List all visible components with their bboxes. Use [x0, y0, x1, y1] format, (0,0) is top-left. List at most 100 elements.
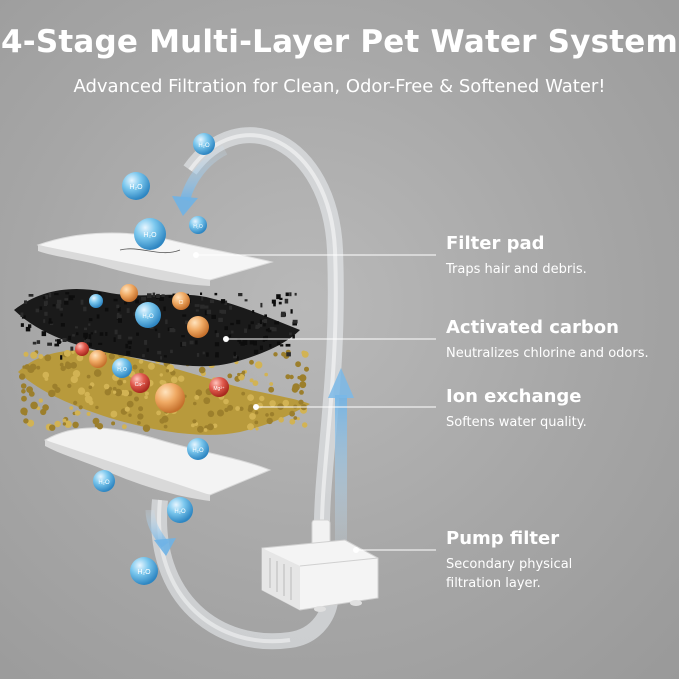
- resin-bead: [72, 421, 79, 428]
- carbon-granule: [289, 332, 292, 336]
- carbon-granule: [238, 339, 241, 344]
- resin-bead: [29, 363, 37, 371]
- carbon-granule: [224, 326, 228, 331]
- resin-bead: [289, 374, 294, 380]
- carbon-granule: [276, 294, 281, 300]
- bubble-label: Cl: [179, 300, 184, 306]
- carbon-granule: [47, 342, 52, 346]
- resin-bead: [64, 362, 72, 370]
- carbon-granule: [65, 292, 70, 295]
- carbon-granule: [43, 319, 46, 323]
- resin-bead: [217, 409, 224, 417]
- carbon-granule: [290, 309, 293, 314]
- carbon-granule: [128, 336, 133, 340]
- resin-bead: [269, 412, 275, 417]
- carbon-granule: [204, 310, 208, 316]
- resin-bead: [69, 406, 74, 410]
- resin-bead: [198, 366, 206, 374]
- resin-bead: [299, 381, 307, 389]
- carbon-granule: [39, 306, 43, 310]
- carbon-granule: [233, 354, 237, 359]
- carbon-granule: [89, 342, 92, 347]
- water-bubble-icon: H₂O: [189, 216, 207, 234]
- carbon-granule: [260, 302, 263, 308]
- carbon-granule: [20, 323, 24, 327]
- resin-bead: [247, 423, 254, 431]
- resin-bead: [264, 372, 269, 377]
- carbon-granule: [218, 317, 223, 322]
- resin-bead: [23, 418, 29, 424]
- carbon-granule: [96, 314, 100, 319]
- resin-bead: [62, 418, 67, 423]
- resin-bead: [112, 386, 117, 391]
- carbon-granule: [276, 341, 281, 346]
- resin-bead: [60, 365, 66, 372]
- carbon-granule: [48, 318, 52, 322]
- resin-bead: [299, 374, 307, 382]
- resin-bead: [126, 400, 134, 408]
- carbon-granule: [54, 343, 60, 347]
- bubble-label: H₂O: [142, 314, 154, 320]
- resin-bead: [249, 359, 254, 365]
- resin-bead: [95, 405, 99, 410]
- carbon-granule: [157, 333, 161, 338]
- resin-bead: [237, 372, 241, 377]
- resin-bead: [203, 397, 211, 405]
- carbon-granule: [20, 312, 24, 317]
- carbon-granule: [64, 300, 69, 305]
- resin-bead: [73, 400, 78, 405]
- resin-bead: [78, 405, 83, 410]
- carbon-granule: [215, 354, 219, 358]
- carbon-granule: [214, 342, 220, 347]
- resin-bead: [63, 349, 71, 357]
- resin-bead: [239, 406, 244, 411]
- bubble-label: H₂O: [193, 224, 203, 230]
- resin-bead: [194, 395, 200, 400]
- resin-bead: [23, 411, 28, 416]
- carbon-granule: [250, 321, 254, 325]
- bubble-label: H₂O: [137, 569, 151, 576]
- resin-bead: [111, 421, 116, 426]
- water-bubble-icon: H₂O: [167, 497, 193, 523]
- carbon-granule: [88, 334, 92, 340]
- water-bubble-icon: H₂O: [93, 470, 115, 492]
- carbon-granule: [32, 341, 37, 345]
- resin-bead: [297, 375, 301, 380]
- carbon-granule: [44, 295, 48, 300]
- resin-bead: [293, 416, 298, 420]
- resin-bead: [64, 420, 72, 428]
- carbon-granule: [48, 293, 52, 298]
- carbon-granule: [60, 355, 63, 360]
- resin-bead: [54, 420, 61, 428]
- carbon-granule: [126, 350, 131, 356]
- resin-bead: [247, 394, 255, 401]
- stage-activated-carbon: Activated carbon Neutralizes chlorine an…: [446, 317, 676, 363]
- resin-bead: [163, 424, 168, 429]
- carbon-granule: [230, 322, 234, 326]
- carbon-granule: [259, 345, 263, 350]
- bubble-label: H₂O: [143, 232, 157, 239]
- bubble-label: H₂O: [98, 480, 110, 486]
- bubble-label: Ca²⁺: [135, 382, 146, 388]
- carbon-granule: [292, 319, 298, 324]
- carbon-granule: [195, 340, 198, 345]
- resin-bead: [289, 410, 295, 417]
- carbon-granule: [98, 342, 103, 345]
- carbon-granule: [154, 328, 158, 332]
- carbon-granule: [237, 338, 241, 342]
- resin-bead: [170, 376, 178, 384]
- resin-bead: [117, 379, 123, 386]
- bubble-label: H₂O: [192, 448, 204, 454]
- resin-bead: [265, 413, 269, 417]
- upper-filter-pad: [36, 232, 274, 286]
- resin-bead: [138, 368, 144, 374]
- carbon-granule: [265, 328, 269, 332]
- carbon-granule: [161, 294, 165, 297]
- carbon-granule: [24, 300, 27, 304]
- stage-title: Pump filter: [446, 528, 560, 549]
- carbon-granule: [292, 334, 295, 339]
- resin-bead: [241, 391, 246, 396]
- resin-bead: [70, 375, 79, 384]
- carbon-granule: [263, 322, 266, 327]
- carbon-granule: [70, 295, 75, 298]
